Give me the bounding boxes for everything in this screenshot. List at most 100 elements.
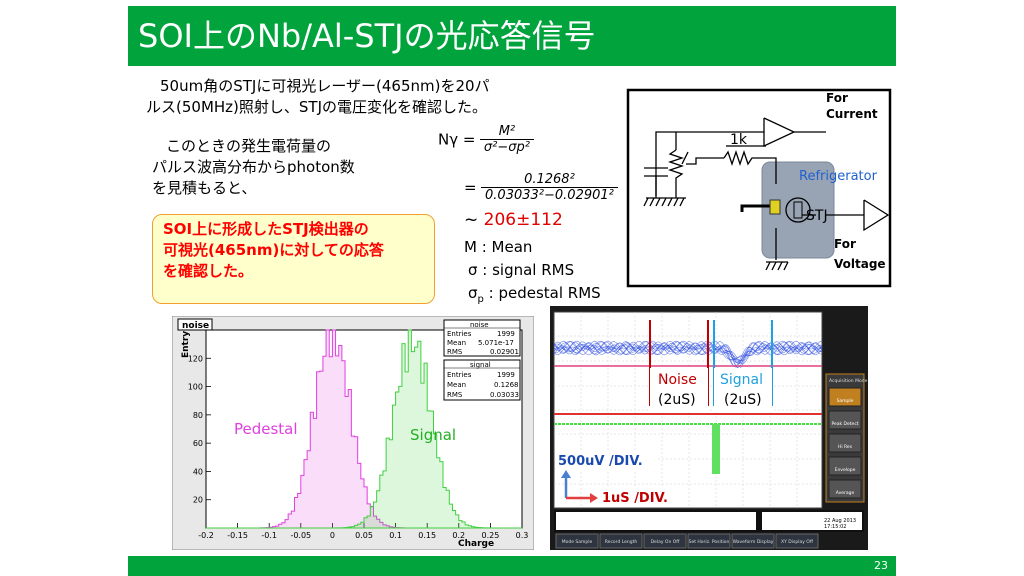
- x-tick-label: 0.1: [389, 531, 402, 540]
- formula-num-1: M²: [479, 124, 534, 140]
- x-tick-label: -0.15: [227, 531, 248, 540]
- scope-ch1-trace: [553, 340, 823, 360]
- noise-mean-value: 5.071e-17: [478, 339, 514, 347]
- formula-line-2: = 0.1268² 0.03033²−0.02901²: [464, 172, 618, 203]
- y-tick-label: 60: [193, 439, 203, 448]
- acquisition-menu-item-label: Envelope: [835, 467, 856, 473]
- noise-entries-value: 1999: [497, 330, 515, 338]
- body-line-1: このときの発生電荷量の: [166, 137, 332, 155]
- scope-bottom-button-label: Record Length: [605, 539, 638, 545]
- callout-line-1: SOI上に形成したSTJ検出器の: [163, 220, 369, 238]
- x-tick-label: -0.2: [198, 531, 214, 540]
- acquisition-menu-item[interactable]: [828, 410, 862, 430]
- page-number: 23: [128, 556, 896, 576]
- formula-eq-2: =: [464, 178, 477, 197]
- scope-bottom-button[interactable]: [555, 533, 599, 549]
- x-tick-label: 0: [330, 531, 335, 540]
- formula-den-1: σ²−σp²: [483, 140, 530, 155]
- signal-histogram: [206, 329, 522, 529]
- scope-ch1-trace: [553, 340, 823, 368]
- histogram-bars: [206, 329, 522, 529]
- y-tick-label: 120: [188, 354, 203, 363]
- callout-line-3: を確認した。: [163, 262, 254, 280]
- scope-ch1-trace: [553, 340, 823, 361]
- intro-text: 50um角のSTJに可視光レーザー(465nm)を20パ ルス(50MHz)照射…: [146, 76, 580, 118]
- callout-line-2: 可視光(465nm)に対しての応答: [163, 241, 384, 259]
- scope-traces: [553, 340, 823, 474]
- acquisition-menu-item[interactable]: [828, 387, 862, 407]
- formula-approx: ~: [464, 210, 479, 230]
- signal-stats-title: signal: [470, 361, 491, 369]
- scope-bottom-button-label: Set Horiz. Position: [689, 539, 730, 545]
- signal-entries-label: Entries: [447, 371, 472, 379]
- pedestal-label: Pedestal: [234, 420, 298, 438]
- scope-measurements: [556, 512, 756, 530]
- stj-icon: [785, 197, 811, 223]
- volt-div-label: 500uV /DIV.: [558, 454, 643, 469]
- signal-mean-label: Mean: [447, 381, 466, 389]
- noise-entries-label: Entries: [447, 330, 472, 338]
- x-tick-label: 0.05: [355, 531, 373, 540]
- histogram-x-label: Charge: [458, 539, 494, 549]
- volt-div-bg: [556, 450, 658, 470]
- scope-bottom-button[interactable]: [643, 533, 687, 549]
- noise-window-label-1: Noise: [658, 372, 697, 388]
- laser-icon: [769, 199, 781, 215]
- for-voltage-label-1: For: [834, 237, 856, 251]
- ground-icon: [643, 197, 789, 271]
- circuit-diagram: For Current 1k Refrigerator STJ For Volt…: [626, 88, 892, 288]
- x-tick-label: 0.25: [481, 531, 499, 540]
- scope-bottom-button[interactable]: [687, 533, 731, 549]
- stj-junction: [793, 201, 803, 219]
- noise-rms-value: 0.02901: [490, 348, 519, 356]
- acquisition-menu-item[interactable]: [828, 479, 862, 499]
- scope-bottom-button[interactable]: [731, 533, 775, 549]
- page-title: SOI上のNb/Al-STJの光応答信号: [128, 6, 896, 66]
- formula-den-2: 0.03033²−0.02901²: [485, 188, 614, 203]
- legend-sp-sigma: σ: [468, 284, 478, 302]
- scope-bottom-button[interactable]: [775, 533, 819, 549]
- acquisition-menu-item-label: Average: [836, 490, 855, 496]
- time-arrow-head: [590, 493, 598, 503]
- volt-arrow-head: [561, 470, 571, 478]
- scope-bottom-button-label: XY Display Off: [781, 539, 814, 545]
- noise-mean-label: Mean: [447, 339, 466, 347]
- legend-s: σ : signal RMS: [468, 261, 575, 279]
- formula-line-1: Nγ = M² σ²−σp²: [438, 124, 534, 155]
- scope-timebase: [762, 512, 862, 530]
- signal-label: Signal: [410, 426, 456, 444]
- for-voltage-label-2: Voltage: [834, 257, 886, 271]
- histogram-title: noise: [182, 321, 209, 331]
- formula-frac-2: 0.1268² 0.03033²−0.02901²: [481, 172, 618, 203]
- legend-sp: σp : pedestal RMS: [468, 284, 601, 305]
- x-tick-label: 0.15: [418, 531, 436, 540]
- stj-label: STJ: [806, 208, 828, 224]
- acquisition-menu-item-label: Hi Res: [838, 444, 853, 450]
- intro-line-1: 50um角のSTJに可視光レーザー(465nm)を20パ: [160, 77, 490, 95]
- signal-rms-value: 0.03033: [490, 391, 519, 399]
- scope-bottom-button[interactable]: [599, 533, 643, 549]
- y-tick-label: 100: [188, 383, 203, 392]
- y-tick-label: 40: [193, 467, 203, 476]
- acquisition-menu-item[interactable]: [828, 433, 862, 453]
- for-current-label-1: For: [826, 91, 848, 105]
- acquisition-menu-item-label: Peak Detect: [831, 421, 858, 427]
- for-current-label-2: Current: [826, 107, 878, 121]
- formula-line-3: ~ 206±112: [464, 210, 563, 230]
- histogram-y-label: Entry: [181, 331, 191, 358]
- noise-rms-label: RMS: [447, 348, 463, 356]
- refrigerator-label: Refrigerator: [799, 169, 878, 184]
- formula-num-2: 0.1268²: [481, 172, 618, 188]
- signal-rms-label: RMS: [447, 391, 463, 399]
- signal-entries-value: 1999: [497, 371, 515, 379]
- acquisition-menu-item[interactable]: [828, 456, 862, 476]
- formula-result: 206±112: [483, 210, 563, 230]
- body-line-3: を見積もると、: [152, 179, 257, 197]
- formula-frac-1: M² σ²−σp²: [479, 124, 534, 155]
- intro-line-2: ルス(50MHz)照射し、STJの電圧変化を確認した。: [146, 98, 487, 116]
- x-tick-label: -0.1: [261, 531, 277, 540]
